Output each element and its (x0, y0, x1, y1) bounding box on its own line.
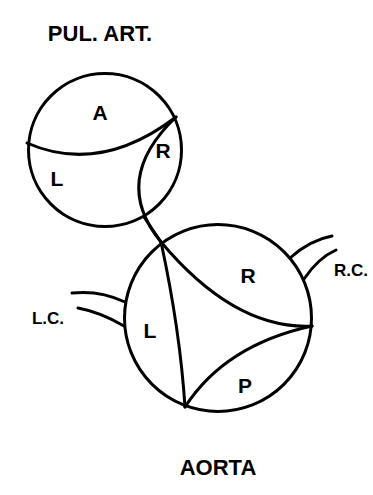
commissure-line (27, 117, 176, 154)
coronary-label: L.C. (32, 310, 64, 327)
valve-outline (123, 223, 313, 413)
coronary-artery (304, 250, 336, 279)
commissure-line (144, 217, 161, 242)
commissure-line (161, 242, 185, 407)
vessel-name: PUL. ART. (48, 23, 152, 45)
cusp-letter: L (144, 320, 157, 341)
cusp-letter: R (155, 140, 170, 161)
valve-circle: RLPAORTA (123, 223, 313, 413)
commissure-line (185, 326, 312, 407)
cusp-letter: R (240, 265, 255, 286)
valve-circle: PUL. ART.ALR (27, 72, 183, 228)
vessel-name: AORTA (180, 457, 257, 479)
cusp-letter: P (238, 375, 252, 396)
cusp-letter: A (92, 102, 107, 123)
commissure-line (139, 117, 176, 242)
cusp-letter: L (51, 168, 64, 189)
coronary-artery (72, 292, 125, 302)
commissure-line (161, 242, 312, 326)
coronary-artery (78, 308, 124, 326)
coronary-label: R.C. (334, 262, 368, 279)
